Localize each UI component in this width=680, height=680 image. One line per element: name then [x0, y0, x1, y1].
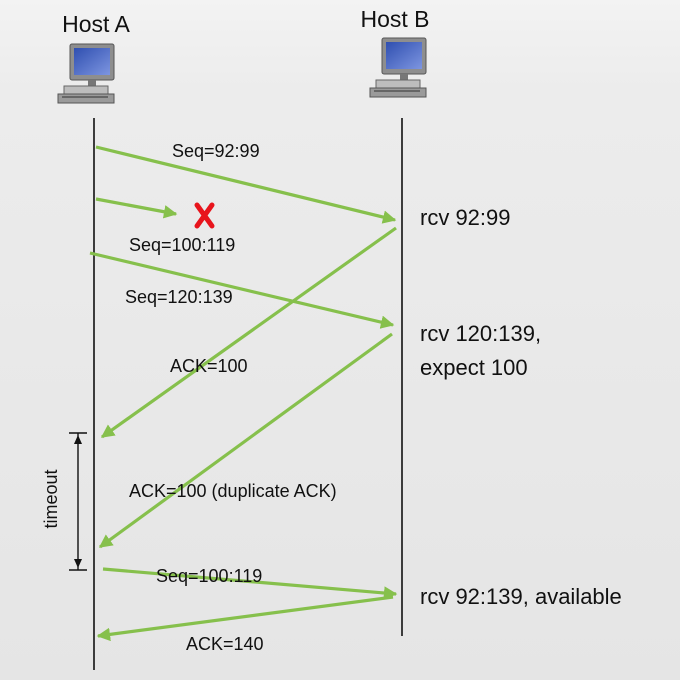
- seq-92-99-arrow: [95, 145, 397, 224]
- rcv-92-99-note: rcv 92:99: [420, 205, 511, 230]
- seq-120-139-arrow: [89, 251, 395, 329]
- ack-100-arrow: [100, 226, 397, 439]
- seq-100-119-arrow: [95, 197, 178, 219]
- host-b-label: Host B: [360, 6, 429, 32]
- timeout-label: timeout: [41, 469, 61, 528]
- rcv-92-139-note: rcv 92:139, available: [420, 584, 622, 609]
- desktop-computer-icon: [369, 37, 427, 98]
- lost-segment-x-icon: [194, 202, 215, 229]
- seq-120-139-label: Seq=120:139: [125, 287, 233, 307]
- seq-100-119-label: Seq=100:119: [129, 235, 235, 255]
- seq-92-99-label: Seq=92:99: [172, 141, 260, 161]
- host-a-label: Host A: [62, 11, 130, 37]
- ack-100-duplicate-arrow: [98, 332, 393, 549]
- expect-100-note: expect 100: [420, 355, 528, 380]
- ack-100-duplicate-label: ACK=100 (duplicate ACK): [129, 481, 337, 501]
- rcv-120-139-note: rcv 120:139,: [420, 321, 541, 346]
- ack-100-label: ACK=100: [170, 356, 248, 376]
- ack-140-label: ACK=140: [186, 634, 264, 654]
- seq-100-119-retransmit-label: Seq=100:119: [156, 566, 262, 586]
- desktop-computer-icon: [57, 43, 115, 104]
- timeout-bracket: [69, 432, 87, 571]
- ack-140-arrow: [96, 595, 394, 642]
- seq-100-119-retransmit-arrow: [102, 567, 398, 600]
